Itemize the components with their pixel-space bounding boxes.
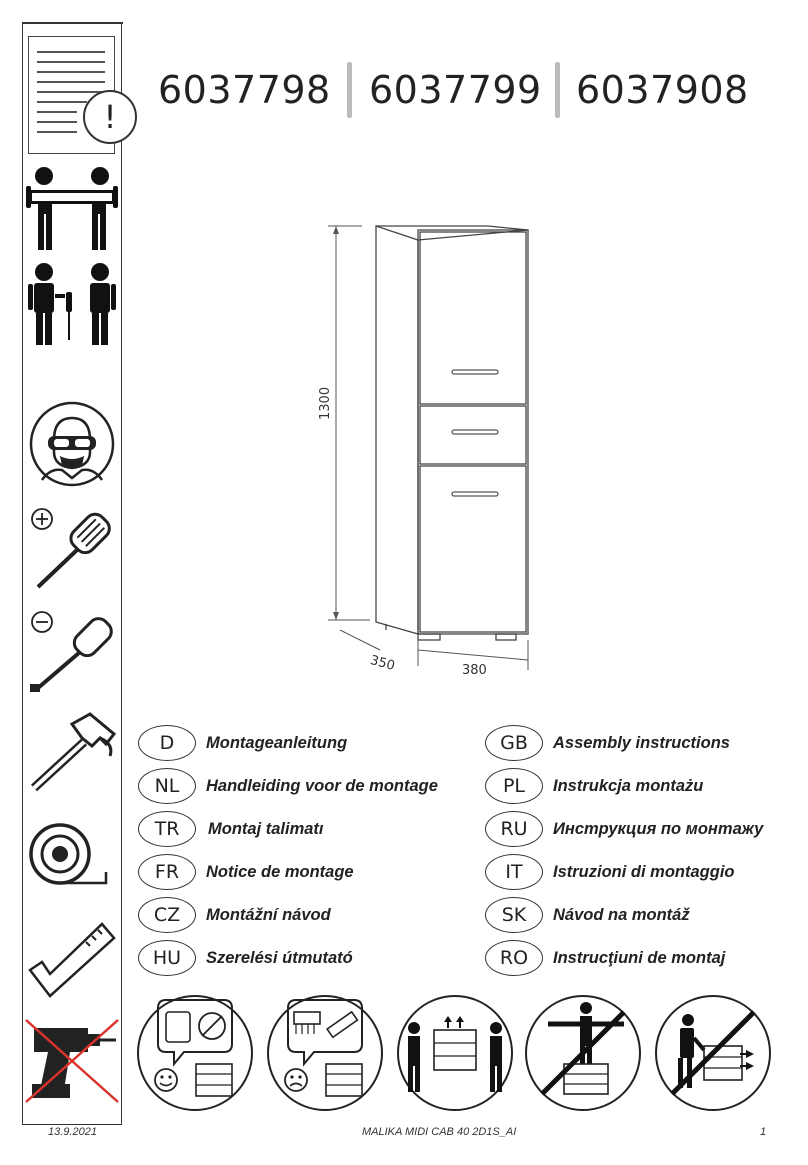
- language-title: Notice de montage: [206, 862, 354, 881]
- tape-measure-icon: [29, 823, 108, 885]
- safety-goggles-icon: [29, 401, 115, 487]
- language-code-badge: TR: [138, 811, 196, 847]
- language-code-badge: D: [138, 725, 196, 761]
- language-item: CZ Montážní návod: [138, 896, 438, 934]
- phillips-screwdriver-icon: [31, 508, 111, 589]
- language-item: NL Handleiding voor de montage: [138, 767, 438, 805]
- sidebar-top-border: [22, 22, 123, 24]
- language-title: Montageanleitung: [206, 733, 348, 752]
- square-ruler-icon: [28, 922, 116, 998]
- tools-sidebar: [22, 22, 122, 1125]
- language-item: HU Szerelési útmutató: [138, 939, 438, 977]
- language-title: Instrukcja montażu: [553, 776, 704, 795]
- language-item: D Montageanleitung: [138, 724, 438, 762]
- language-title: Szerelési útmutató: [206, 948, 353, 967]
- no-standing-on-furniture-icon: [525, 995, 641, 1111]
- cabinet-drawing: [328, 225, 529, 670]
- language-code-badge: GB: [485, 725, 543, 761]
- language-code-badge: SK: [485, 897, 543, 933]
- header-separator: [347, 62, 352, 118]
- product-number-2: 6037799: [369, 68, 542, 112]
- footer-page-number: 1: [760, 1126, 767, 1138]
- language-code-badge: IT: [485, 854, 543, 890]
- footer-model: MALIKA MIDI CAB 40 2D1S_AI: [362, 1126, 517, 1138]
- language-item: RU Инструкция по монтажу: [485, 810, 763, 848]
- no-harsh-cleaner-icon: [267, 995, 383, 1111]
- language-title: Istruzioni di montaggio: [553, 862, 735, 881]
- language-title: Handleiding voor de montage: [206, 776, 438, 795]
- languages-right-column: GB Assembly instructions PL Instrukcja mon…: [485, 724, 763, 977]
- product-number-1: 6037798: [158, 68, 331, 112]
- clean-dry-cloth-icon: [137, 995, 253, 1111]
- flat-screwdriver-icon: [30, 611, 113, 692]
- language-item: GB Assembly instructions: [485, 724, 763, 762]
- language-title: Návod na montáž: [553, 905, 690, 924]
- language-code-badge: NL: [138, 768, 196, 804]
- language-code-badge: FR: [138, 854, 196, 890]
- language-item: IT Istruzioni di montaggio: [485, 853, 763, 891]
- language-item: SK Návod na montáž: [485, 896, 763, 934]
- two-person-carry-icon: [397, 995, 513, 1111]
- language-code-badge: HU: [138, 940, 196, 976]
- no-drill-icon: [25, 1019, 119, 1103]
- language-item: RO Instrucţiuni de montaj: [485, 939, 763, 977]
- language-title: Montážní návod: [206, 905, 331, 924]
- language-title: Instrucţiuni de montaj: [553, 948, 726, 967]
- language-item: FR Notice de montage: [138, 853, 438, 891]
- language-item: PL Instrukcja montażu: [485, 767, 763, 805]
- no-pushing-furniture-icon: [655, 995, 771, 1111]
- language-title: Montaj talimatı: [208, 819, 324, 838]
- language-title: Инструкция по монтажу: [553, 819, 764, 838]
- language-code-badge: RU: [485, 811, 543, 847]
- width-dimension-label: 380: [462, 663, 487, 678]
- language-item: TR Montaj talimatı: [138, 810, 438, 848]
- header-separator: [555, 62, 560, 118]
- product-number-3: 6037908: [576, 68, 749, 112]
- footer-date: 13.9.2021: [48, 1126, 97, 1138]
- hammer-icon: [30, 712, 117, 792]
- language-code-badge: CZ: [138, 897, 196, 933]
- language-code-badge: RO: [485, 940, 543, 976]
- language-code-badge: PL: [485, 768, 543, 804]
- two-person-assembly-icon: [28, 263, 116, 345]
- two-person-lift-icon: [26, 167, 118, 250]
- height-dimension-label: 1300: [318, 386, 333, 420]
- languages-left-column: D Montageanleitung NL Handleiding voor de …: [138, 724, 438, 977]
- language-title: Assembly instructions: [553, 733, 730, 752]
- warning-icon: !: [83, 90, 137, 144]
